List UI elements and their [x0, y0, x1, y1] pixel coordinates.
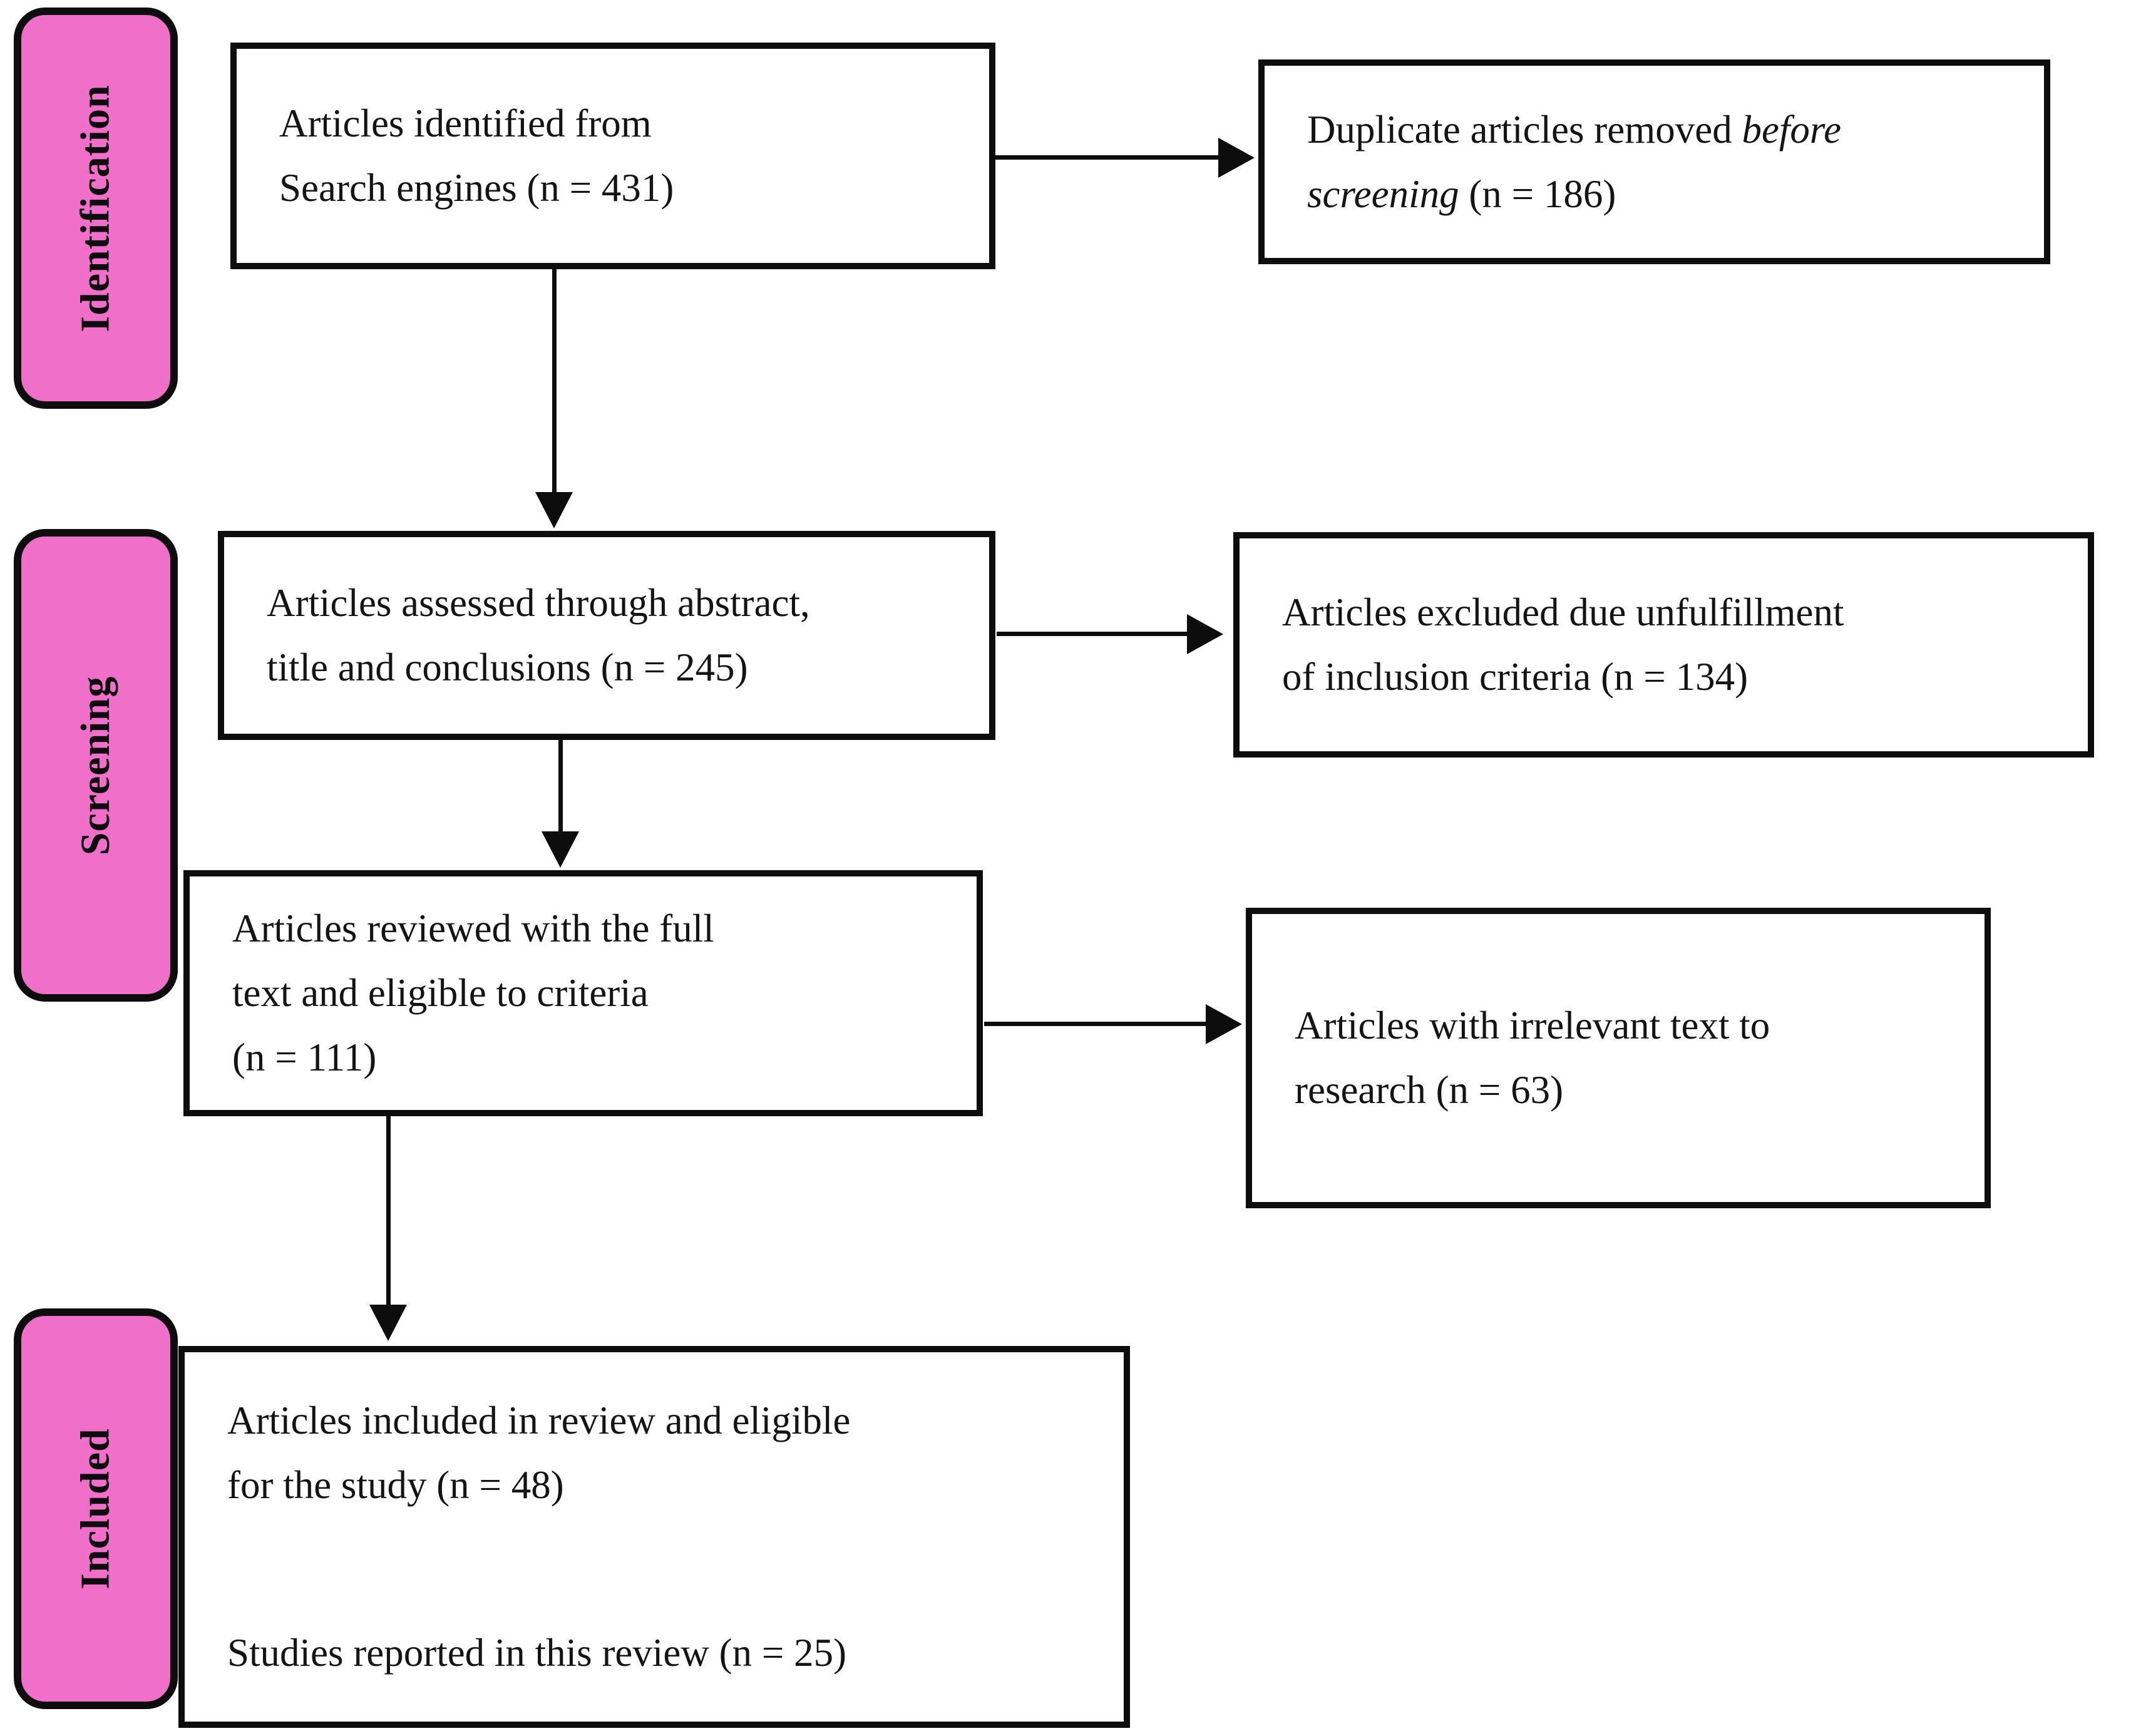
- arrow-identified-to-assessed-line: [552, 269, 557, 493]
- arrow-fulltext-to-included-line: [386, 1116, 391, 1306]
- stage-label-screening: Screening: [14, 529, 178, 1002]
- arrow-fulltext-to-irrelevant-head: [1206, 1004, 1242, 1044]
- box-articles-included: Articles included in review and eligible…: [178, 1346, 1130, 1728]
- arrow-assessed-to-fulltext-head: [542, 831, 579, 868]
- arrow-assessed-to-excluded-head: [1187, 614, 1223, 654]
- stage-label-included-text: Included: [73, 1428, 118, 1590]
- arrow-fulltext-to-included-head: [369, 1305, 407, 1341]
- arrow-assessed-to-excluded-line: [997, 632, 1189, 636]
- arrow-fulltext-to-irrelevant-line: [984, 1022, 1208, 1026]
- arrow-identified-to-duplicates-line: [995, 155, 1221, 160]
- stage-label-included: Included: [14, 1308, 178, 1709]
- arrow-assessed-to-fulltext-line: [558, 740, 563, 833]
- stage-label-identification: Identification: [14, 8, 178, 409]
- stage-label-screening-text: Screening: [73, 675, 119, 855]
- arrow-identified-to-assessed-head: [535, 492, 573, 528]
- arrow-identified-to-duplicates-head: [1218, 138, 1255, 178]
- stage-label-identification-text: Identification: [73, 84, 118, 332]
- box-articles-assessed: Articles assessed through abstract,title…: [218, 531, 995, 740]
